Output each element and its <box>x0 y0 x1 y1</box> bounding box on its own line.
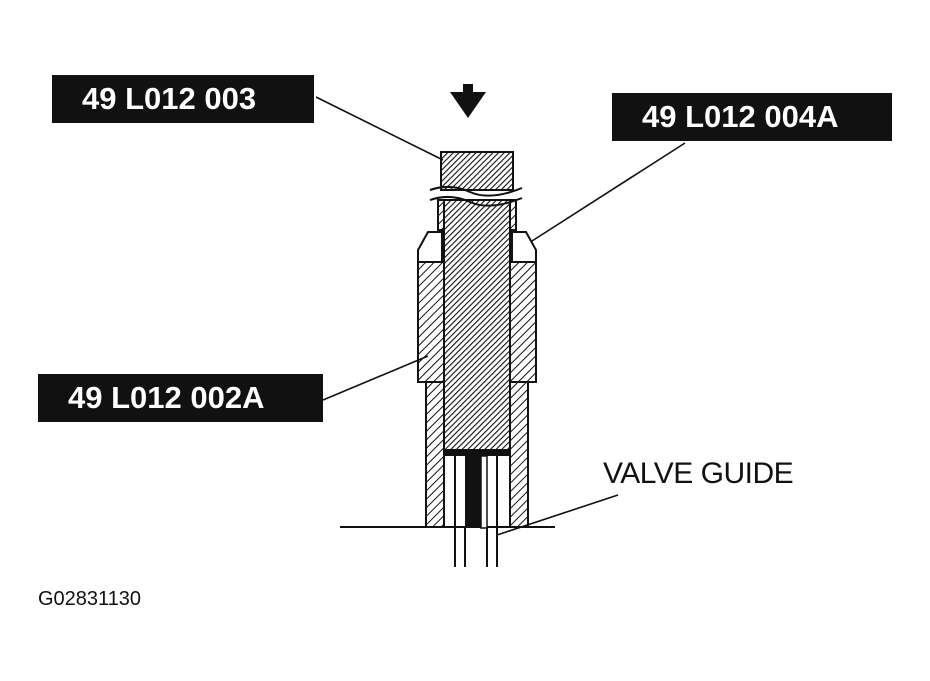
leader-line-right-tool <box>531 142 686 242</box>
figure-id: G02831130 <box>38 588 142 610</box>
valve-guide <box>454 456 498 567</box>
leader-line-left-tool <box>322 355 429 401</box>
leader-line-top-tool <box>315 96 444 161</box>
leader-line-valve-guide <box>496 494 619 536</box>
center-bolt <box>429 151 523 451</box>
label-tool-49-l012-002a: 49 L012 002A <box>38 374 323 422</box>
label-valve-guide: VALVE GUIDE <box>603 457 794 490</box>
label-tool-49-l012-004a: 49 L012 004A <box>612 93 892 141</box>
guide-installer <box>444 450 510 529</box>
label-tool-49-l012-003: 49 L012 003 <box>52 75 314 123</box>
press-arrow-icon <box>450 84 486 118</box>
